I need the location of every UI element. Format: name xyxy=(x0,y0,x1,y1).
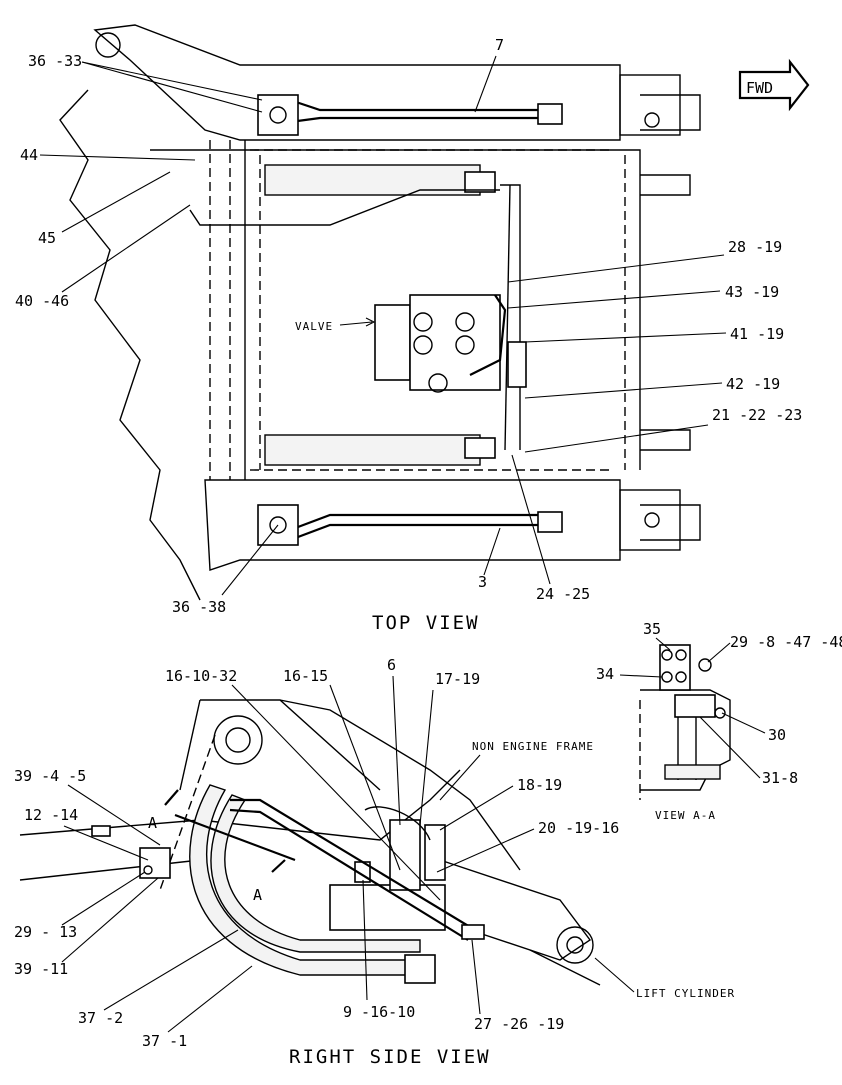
side-view-drawing: A A NON ENGINE FRAME LIFT CYLINDER 16-10… xyxy=(14,656,735,1068)
valve-body xyxy=(374,294,527,393)
top-view-title: TOP VIEW xyxy=(372,612,480,634)
section-a-bottom: A xyxy=(253,886,262,904)
callout-9-16-10: 9 -16-10 xyxy=(343,1003,415,1021)
callout-20-19-16: 20 -19-16 xyxy=(538,819,619,837)
callout-35: 35 xyxy=(643,620,661,638)
callout-37-1: 37 -1 xyxy=(142,1032,187,1050)
valve-label: VALVE xyxy=(295,320,333,333)
view-aa-title: VIEW A-A xyxy=(655,809,716,822)
callout-40-46: 40 -46 xyxy=(15,292,69,310)
callout-18-19: 18-19 xyxy=(517,776,562,794)
callout-28-19: 28 -19 xyxy=(728,238,782,256)
callout-41-19: 41 -19 xyxy=(730,325,784,343)
top-view-drawing: FWD VALVE 36 -33 7 44 45 40 -46 28 -19 4… xyxy=(15,24,810,634)
callout-42-19: 42 -19 xyxy=(726,375,780,393)
callout-3: 3 xyxy=(478,573,487,591)
callout-7: 7 xyxy=(495,36,504,54)
callout-6: 6 xyxy=(387,656,396,674)
callout-17-19: 17-19 xyxy=(435,670,480,688)
callout-45: 45 xyxy=(38,229,56,247)
callout-34: 34 xyxy=(596,665,614,683)
callout-27-26-19: 27 -26 -19 xyxy=(474,1015,564,1033)
callout-16-10-32: 16-10-32 xyxy=(165,667,237,685)
callout-29-13: 29 - 13 xyxy=(14,923,77,941)
callout-16-15: 16-15 xyxy=(283,667,328,685)
fwd-label: FWD xyxy=(746,79,773,97)
callout-37-2: 37 -2 xyxy=(78,1009,123,1027)
section-a-top: A xyxy=(148,814,157,832)
callout-39-11: 39 -11 xyxy=(14,960,68,978)
callout-39-4-5: 39 -4 -5 xyxy=(14,767,86,785)
callout-24-25: 24 -25 xyxy=(536,585,590,603)
forward-arrow: FWD xyxy=(738,58,810,112)
non-engine-frame-label: NON ENGINE FRAME xyxy=(472,740,594,753)
callout-21-22-23: 21 -22 -23 xyxy=(712,406,802,424)
side-view-title: RIGHT SIDE VIEW xyxy=(289,1046,491,1068)
callout-29-8-47-48: 29 -8 -47 -48 xyxy=(730,633,842,651)
callout-44: 44 xyxy=(20,146,38,164)
callout-30: 30 xyxy=(768,726,786,744)
callout-36-38: 36 -38 xyxy=(172,598,226,616)
callout-12-14: 12 -14 xyxy=(24,806,78,824)
callout-36-33: 36 -33 xyxy=(28,52,82,70)
lift-cylinder-label: LIFT CYLINDER xyxy=(636,987,735,1000)
callout-43-19: 43 -19 xyxy=(725,283,779,301)
callout-31-8: 31-8 xyxy=(762,769,798,787)
view-aa-drawing: 35 29 -8 -47 -48 34 30 31-8 VIEW A-A xyxy=(596,620,842,822)
